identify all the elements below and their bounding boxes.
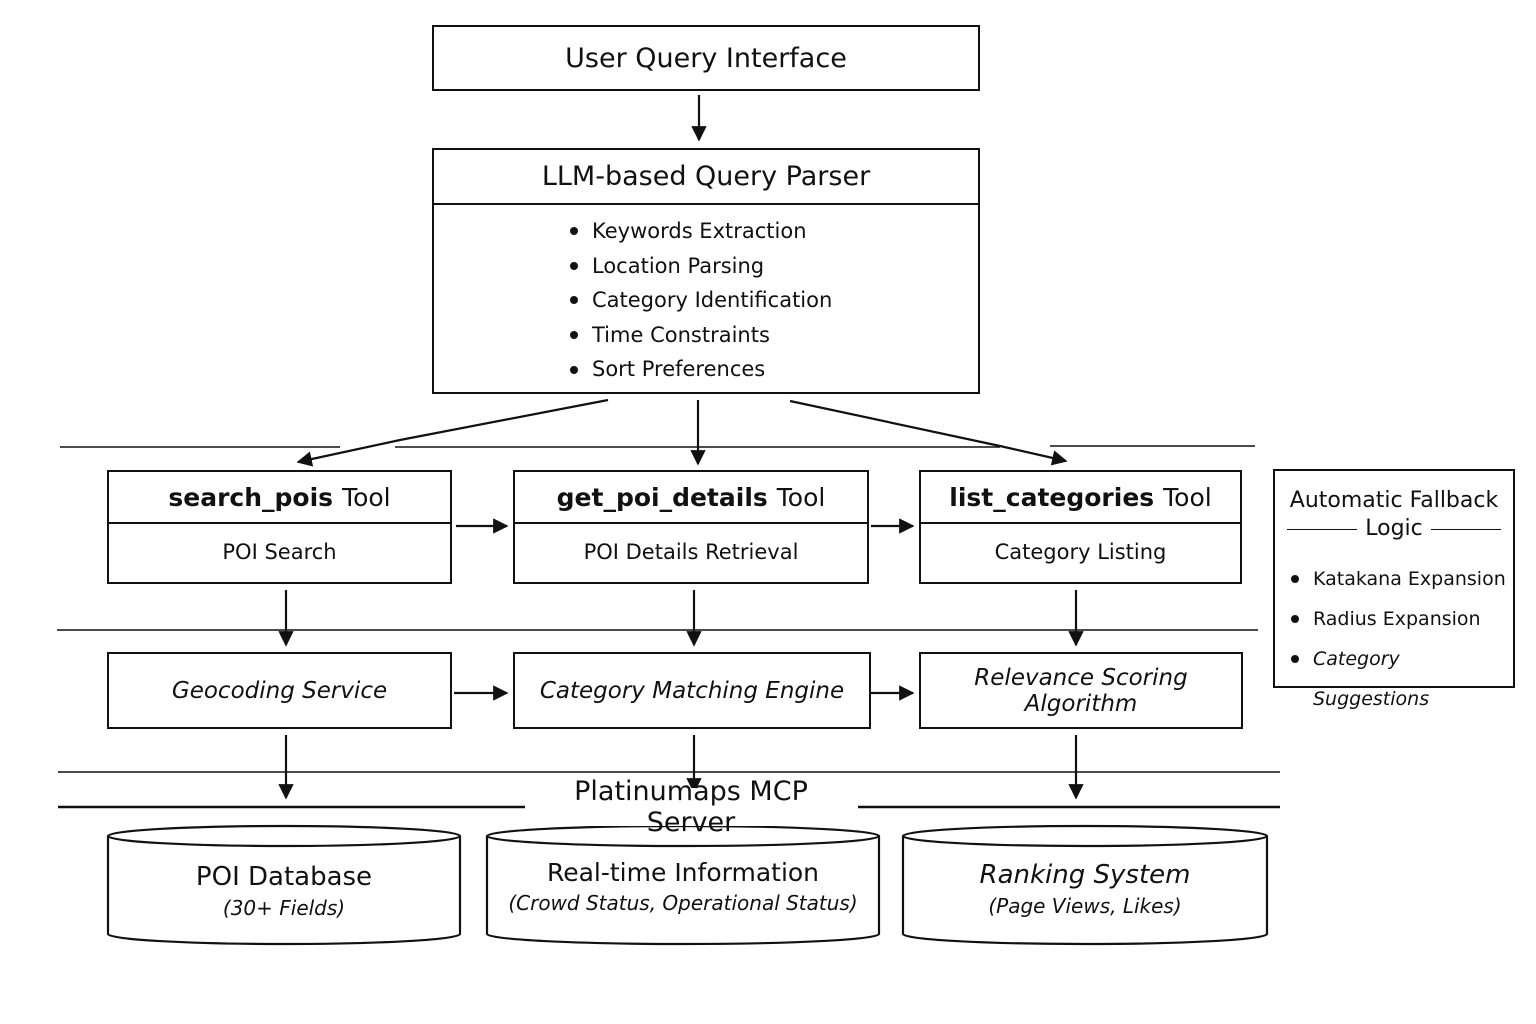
- fallback-title-rule: [1430, 528, 1501, 530]
- tool-name: list_categories: [949, 482, 1155, 512]
- service-box-relevance-scoring: Relevance Scoring Algorithm: [919, 652, 1243, 729]
- data-store-title: Ranking System: [979, 860, 1191, 890]
- server-label: Platinumaps MCP Server: [526, 776, 856, 838]
- tool-suffix: Tool: [1163, 482, 1212, 512]
- arrow-parser-to-search-pois: [296, 398, 609, 467]
- user-query-interface-box: User Query Interface: [432, 25, 980, 91]
- cylinder-ranking-system: [901, 824, 1269, 946]
- data-store-cylinders: [106, 824, 1269, 946]
- tool-header: list_categories Tool: [921, 472, 1240, 524]
- parser-item: Time Constraints: [570, 318, 832, 353]
- query-parser-title: LLM-based Query Parser: [541, 161, 871, 192]
- data-store-poi-database: POI Database (30+ Fields): [108, 862, 460, 920]
- fallback-title-line1: Automatic Fallback: [1289, 488, 1499, 513]
- tool-description: POI Details Retrieval: [583, 540, 799, 564]
- query-parser-header: LLM-based Query Parser: [434, 150, 978, 205]
- data-store-title: POI Database: [195, 862, 373, 892]
- fallback-title: Automatic Fallback Logic: [1275, 487, 1513, 543]
- fallback-item: Radius Expansion: [1291, 599, 1513, 639]
- arrow-parser-to-list-categories: [789, 399, 1068, 466]
- service-label: Geocoding Service: [171, 677, 388, 704]
- fallback-item: Katakana Expansion: [1291, 559, 1513, 599]
- service-box-geocoding: Geocoding Service: [107, 652, 452, 729]
- tool-name: get_poi_details: [556, 482, 768, 512]
- fallback-logic-box: Automatic Fallback Logic Katakana Expans…: [1273, 469, 1515, 710]
- tool-suffix: Tool: [342, 482, 391, 512]
- data-store-subtitle: (Crowd Status, Operational Status): [508, 891, 858, 915]
- tool-description: POI Search: [222, 540, 337, 564]
- query-parser-box: LLM-based Query Parser Keywords Extracti…: [432, 148, 980, 394]
- user-query-interface-title: User Query Interface: [565, 42, 847, 74]
- fallback-title-line2: Logic: [1365, 516, 1423, 541]
- parser-item: Sort Preferences: [570, 352, 832, 387]
- data-store-ranking-system: Ranking System (Page Views, Likes): [903, 860, 1267, 918]
- data-store-real-time-information: Real-time Information (Crowd Status, Ope…: [487, 858, 879, 915]
- fallback-title-rule: [1287, 528, 1358, 530]
- data-store-subtitle: (30+ Fields): [222, 896, 346, 920]
- cylinder-poi-database: [106, 824, 462, 946]
- tool-header: search_pois Tool: [109, 472, 450, 524]
- service-label: Relevance Scoring Algorithm: [974, 664, 1188, 717]
- parser-item: Category Identification: [570, 283, 832, 318]
- tool-description: Category Listing: [994, 540, 1167, 564]
- cylinder-real-time-information: [485, 824, 881, 946]
- fallback-title-row: Logic: [1275, 515, 1513, 543]
- data-store-subtitle: (Page Views, Likes): [988, 894, 1182, 918]
- parser-item: Location Parsing: [570, 249, 832, 284]
- tool-box-get-poi-details: get_poi_details Tool POI Details Retriev…: [513, 470, 869, 584]
- tool-name: search_pois: [168, 482, 334, 512]
- query-parser-list: Keywords Extraction Location Parsing Cat…: [570, 214, 832, 387]
- tool-suffix: Tool: [776, 482, 826, 512]
- service-box-category-matching: Category Matching Engine: [513, 652, 871, 729]
- tool-box-list-categories: list_categories Tool Category Listing: [919, 470, 1242, 584]
- connectors: [278, 95, 1084, 800]
- fallback-item: Category Suggestions: [1291, 639, 1513, 710]
- tool-header: get_poi_details Tool: [515, 472, 867, 524]
- tool-box-search-pois: search_pois Tool POI Search: [107, 470, 452, 584]
- service-label: Category Matching Engine: [539, 677, 845, 704]
- data-store-title: Real-time Information: [546, 858, 820, 887]
- parser-item: Keywords Extraction: [570, 214, 832, 249]
- fallback-list: Katakana Expansion Radius Expansion Cate…: [1291, 559, 1513, 710]
